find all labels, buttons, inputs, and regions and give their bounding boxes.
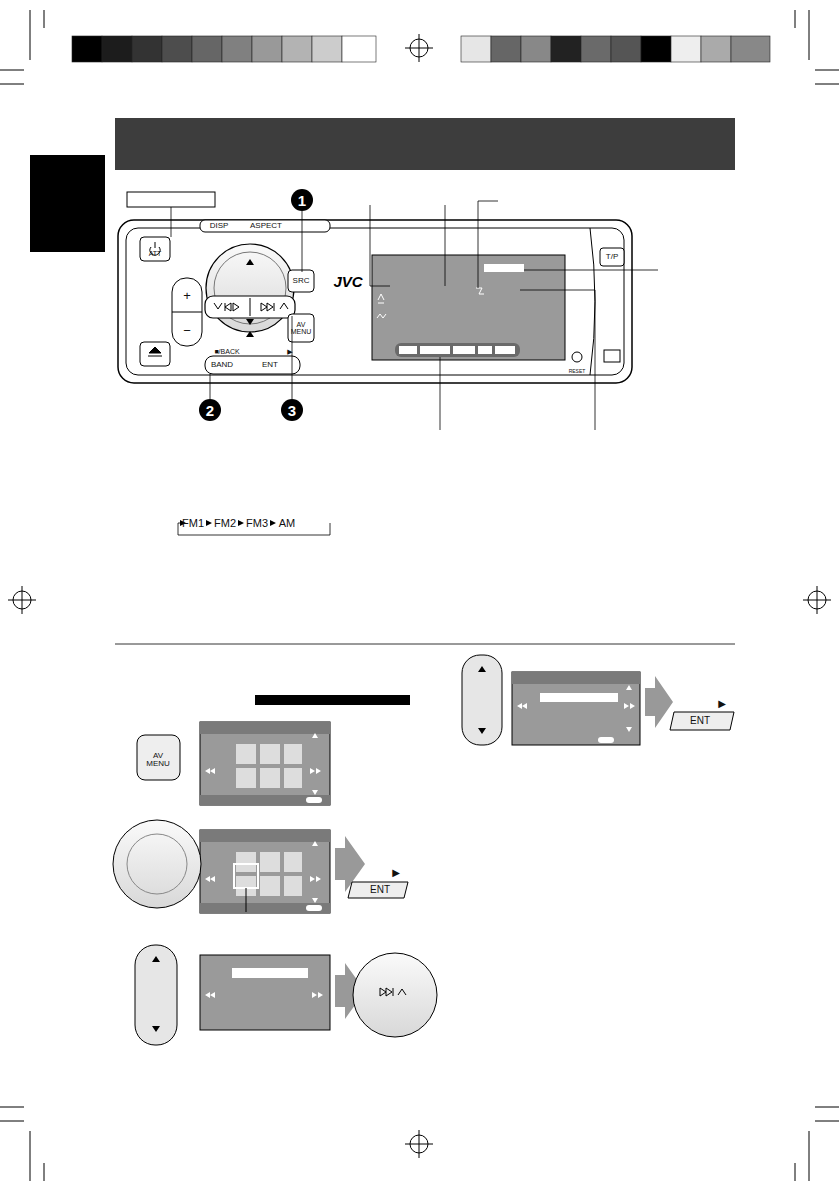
button-label: − bbox=[183, 324, 191, 337]
button-label: ▶ bbox=[287, 348, 292, 355]
button-label: SRC bbox=[293, 277, 310, 285]
button-label: AM bbox=[279, 518, 296, 529]
button-label: ASPECT bbox=[250, 222, 282, 230]
button-label: T/P bbox=[606, 253, 618, 261]
callout-number: 2 bbox=[199, 399, 221, 421]
button-label: FM3 bbox=[246, 518, 268, 529]
button-label: DISP bbox=[210, 222, 229, 230]
button-label: ▶ bbox=[392, 868, 400, 878]
button-label: ENT bbox=[690, 716, 710, 726]
button-label: RESET bbox=[569, 369, 586, 374]
button-label: ▶ bbox=[718, 699, 726, 709]
button-label: AV MENU bbox=[289, 321, 313, 336]
button-label: ENT bbox=[370, 885, 390, 895]
button-label: AV MENU bbox=[146, 752, 170, 769]
button-label: BAND bbox=[211, 361, 233, 369]
button-label: FM2 bbox=[214, 518, 236, 529]
button-label: + bbox=[183, 289, 191, 302]
button-label: ■/BACK bbox=[214, 348, 239, 355]
callout-number: 1 bbox=[291, 189, 313, 211]
callout-number: 3 bbox=[281, 399, 303, 421]
button-label: JVC bbox=[333, 274, 362, 289]
button-label: ATT bbox=[149, 250, 162, 257]
button-label: ENT bbox=[262, 361, 278, 369]
button-label: FM1 bbox=[182, 518, 204, 529]
